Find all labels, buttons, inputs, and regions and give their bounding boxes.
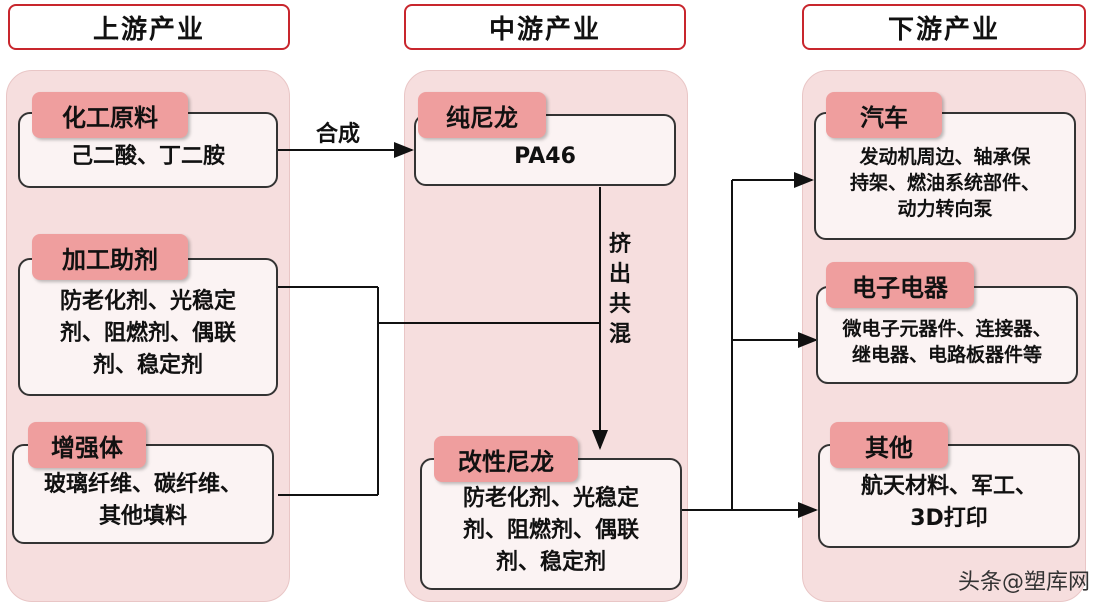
auto-line2: 持架、燃油系统部件、: [849, 172, 1040, 194]
other-box: 航天材料、军工、 3D打印: [818, 444, 1080, 548]
additives-line3: 剂、稳定剂: [92, 353, 203, 378]
extrusion-char-4: 混: [608, 322, 631, 347]
reinforcement-line2: 其他填料: [98, 504, 187, 529]
electronics-line1: 微电子元器件、连接器、: [842, 318, 1052, 340]
modified-line1: 防老化剂、光稳定: [462, 486, 639, 511]
auto-line1: 发动机周边、轴承保: [859, 146, 1031, 168]
other-line1: 航天材料、军工、: [860, 474, 1037, 499]
header-midstream: 中游产业: [404, 4, 686, 50]
pure-nylon-tag: 纯尼龙: [418, 92, 546, 138]
chemicals-text: 己二酸、丁二胺: [70, 144, 225, 169]
additives-box: 防老化剂、光稳定 剂、阻燃剂、偶联 剂、稳定剂: [18, 258, 278, 396]
header-upstream: 上游产业: [8, 4, 290, 50]
chemicals-tag: 化工原料: [32, 92, 188, 138]
modified-line2: 剂、阻燃剂、偶联: [462, 518, 639, 543]
electronics-tag: 电子电器: [826, 262, 974, 308]
other-tag: 其他: [830, 422, 948, 468]
reinforcement-tag: 增强体: [28, 422, 146, 468]
header-downstream: 下游产业: [802, 4, 1086, 50]
modified-nylon-tag: 改性尼龙: [434, 436, 578, 482]
auto-tag: 汽车: [826, 92, 942, 138]
modified-line3: 剂、稳定剂: [495, 550, 606, 575]
pure-nylon-text: PA46: [514, 144, 576, 169]
extrusion-char-3: 共: [608, 292, 631, 317]
additives-line1: 防老化剂、光稳定: [59, 289, 236, 314]
additives-tag: 加工助剂: [32, 234, 188, 280]
reinforcement-line1: 玻璃纤维、碳纤维、: [43, 472, 242, 497]
synthesis-label: 合成: [316, 122, 361, 147]
extrusion-label: 挤 出 共 混: [607, 230, 633, 350]
additives-line2: 剂、阻燃剂、偶联: [59, 321, 236, 346]
other-line2: 3D打印: [910, 506, 988, 531]
extrusion-char-1: 挤: [608, 232, 631, 257]
electronics-line2: 继电器、电路板器件等: [851, 344, 1042, 366]
extrusion-char-2: 出: [608, 262, 631, 287]
watermark: 头条@塑库网: [957, 570, 1090, 595]
auto-line3: 动力转向泵: [897, 198, 993, 220]
